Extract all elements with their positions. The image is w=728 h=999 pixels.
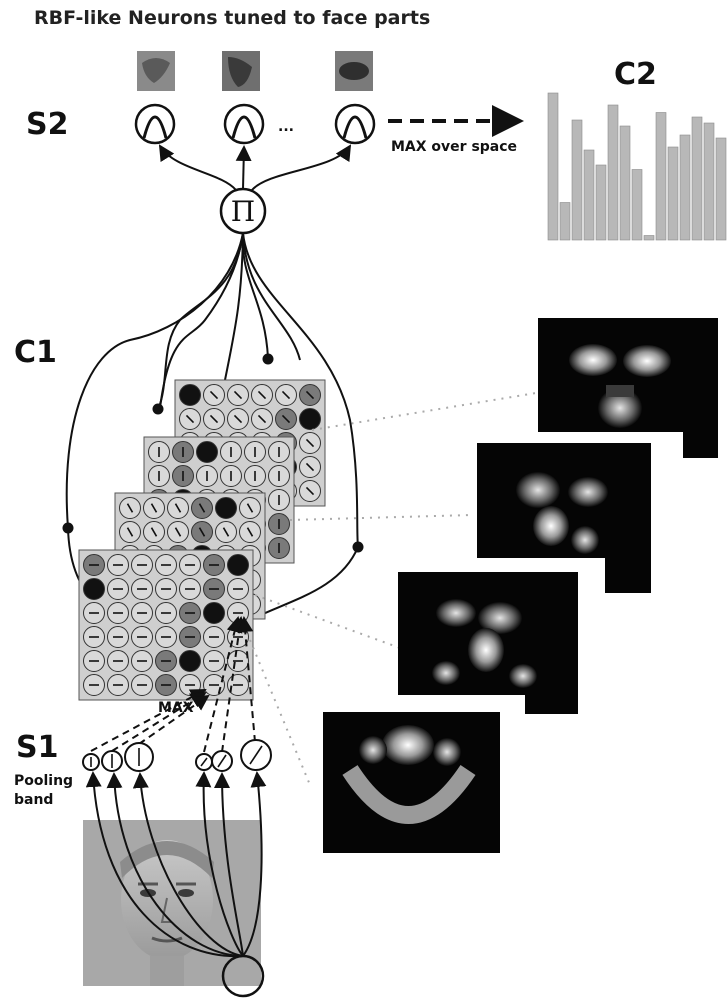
feature-map-3 xyxy=(398,572,578,714)
c2-bar xyxy=(596,165,606,240)
c1-unit xyxy=(228,555,249,576)
product-symbol: Π xyxy=(231,195,255,228)
c2-bar xyxy=(584,150,594,240)
c1-orientation-maps xyxy=(79,380,325,700)
s2-patch-1 xyxy=(137,51,175,91)
c1-unit xyxy=(216,498,237,519)
c1-unit xyxy=(84,579,105,600)
c1-unit xyxy=(180,651,201,672)
c2-bar xyxy=(632,170,642,241)
c2-bar xyxy=(692,117,702,240)
diagram-title: RBF-like Neurons tuned to face parts xyxy=(34,7,430,29)
s2-rbf-neuron-1 xyxy=(136,105,174,143)
max-over-space-label: MAX over space xyxy=(391,139,517,155)
c2-bar xyxy=(560,203,570,241)
c2-bar xyxy=(680,135,690,240)
c2-bar xyxy=(668,147,678,240)
band-label: band xyxy=(14,792,53,808)
c2-bar xyxy=(704,123,714,240)
feature-map-2 xyxy=(477,443,651,593)
c1-unit xyxy=(300,409,321,430)
product-pooling-node: Π xyxy=(221,189,265,233)
feature-map-1 xyxy=(538,318,718,458)
c2-bar xyxy=(572,120,582,240)
c1-unit xyxy=(180,385,201,406)
c2-bar xyxy=(656,113,666,241)
s2-patch-2 xyxy=(222,51,260,91)
product-to-s2-arrows xyxy=(160,146,350,190)
s2-label: S2 xyxy=(26,107,68,142)
s2-ellipsis: ... xyxy=(278,119,294,135)
s2-patch-3 xyxy=(335,51,373,91)
c2-bar xyxy=(620,126,630,240)
s1-label: S1 xyxy=(16,730,58,765)
c2-label: C2 xyxy=(614,57,657,92)
c1-unit xyxy=(204,603,225,624)
pooling-label: Pooling xyxy=(14,773,73,789)
c1-grid-4 xyxy=(79,550,253,700)
c2-bar xyxy=(608,105,618,240)
feature-map-4 xyxy=(323,712,500,853)
c2-bar xyxy=(716,138,726,240)
c1-unit xyxy=(197,442,218,463)
s2-rbf-neuron-3 xyxy=(336,105,374,143)
c2-histogram xyxy=(548,93,726,240)
c1-label: C1 xyxy=(14,335,57,370)
c2-bar xyxy=(644,236,654,241)
c2-bar xyxy=(548,93,558,240)
s2-rbf-neuron-2 xyxy=(225,105,263,143)
